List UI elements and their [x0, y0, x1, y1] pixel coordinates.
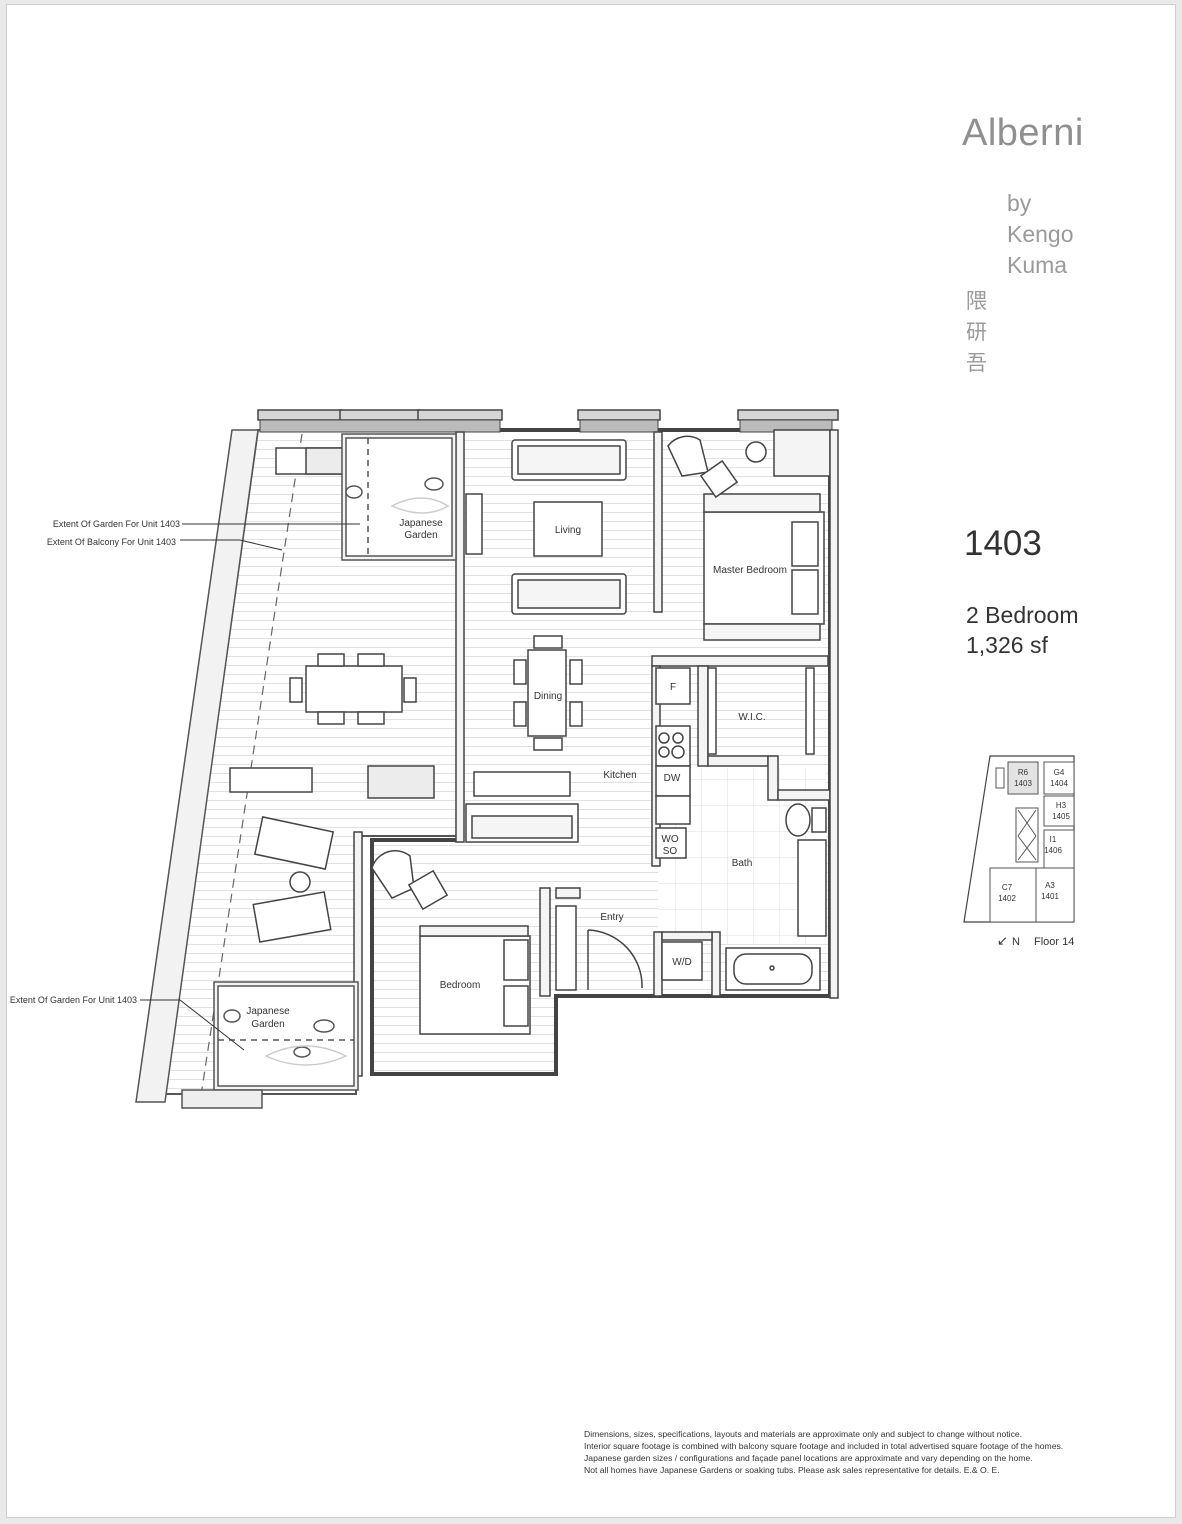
unit-type: 2 Bedroom — [966, 602, 1079, 628]
kanji-3: 吾 — [966, 351, 987, 375]
window-frames — [257, 409, 839, 421]
north-arrow-icon: ↙ — [997, 933, 1008, 948]
key-plan — [963, 755, 1075, 923]
keyplan-unit-number: 1405 — [1052, 812, 1070, 821]
byline-last-name: Kuma — [1007, 252, 1068, 278]
garden-upper-label-1: Japanese — [399, 518, 443, 529]
appliance-speed-oven: SO — [663, 846, 678, 857]
disclaimer-line: Dimensions, sizes, specifications, layou… — [584, 1429, 1023, 1439]
garden-upper-label-2: Garden — [404, 530, 437, 541]
room-label-kitchen: Kitchen — [603, 770, 636, 781]
appliance-dishwasher: DW — [664, 773, 681, 784]
callout-garden-upper: Extent Of Garden For Unit 1403 — [53, 519, 180, 529]
room-label-master-bedroom: Master Bedroom — [713, 565, 787, 576]
keyplan-unit-number: 1406 — [1044, 846, 1062, 855]
callout-leaders — [140, 523, 360, 1051]
keyplan-unit-code: G4 — [1054, 768, 1065, 777]
byline-by: by — [1007, 190, 1032, 216]
keyplan-unit-code: A3 — [1045, 881, 1055, 890]
disclaimer-line: Japanese garden sizes / configurations a… — [584, 1453, 1033, 1463]
disclaimer-line: Interior square footage is combined with… — [584, 1441, 1064, 1451]
bedroom-furniture — [371, 850, 577, 1035]
keyplan-unit-number: 1404 — [1050, 779, 1068, 788]
brand-byline: by Kengo Kuma — [1007, 188, 1074, 281]
balcony-outer-edge — [135, 429, 259, 1103]
keyplan-unit-number: 1402 — [998, 894, 1016, 903]
dining-table — [513, 635, 583, 751]
appliance-fridge: F — [670, 682, 676, 693]
floor-label: Floor 14 — [1034, 936, 1074, 948]
unit-area: 1,326 sf — [966, 632, 1048, 658]
disclaimer-line: Not all homes have Japanese Gardens or s… — [584, 1465, 1000, 1475]
garden-lower — [181, 981, 359, 1109]
north-label: N — [1012, 936, 1020, 948]
appliance-wall-oven: WO — [661, 834, 678, 845]
keyplan-unit-code: I1 — [1050, 835, 1057, 844]
unit-number: 1403 — [964, 524, 1042, 563]
entry-door — [587, 929, 643, 990]
byline-first-name: Kengo — [1007, 221, 1074, 247]
keyplan-unit-code: H3 — [1056, 801, 1067, 810]
keyplan-unit-number: 1403 — [1014, 779, 1032, 788]
keyplan-unit-number: 1401 — [1041, 892, 1059, 901]
living-furniture — [465, 439, 627, 615]
keyplan-unit-code: C7 — [1002, 883, 1013, 892]
appliance-washer-dryer: W/D — [672, 957, 691, 968]
room-label-dining: Dining — [534, 691, 562, 702]
room-label-entry: Entry — [600, 912, 623, 923]
room-label-wic: W.I.C. — [738, 712, 765, 723]
disclaimer: Dimensions, sizes, specifications, layou… — [584, 1428, 1144, 1476]
garden-lower-label-1: Japanese — [246, 1006, 290, 1017]
callout-garden-lower: Extent Of Garden For Unit 1403 — [10, 995, 137, 1005]
bath-fixtures — [661, 803, 827, 991]
kitchen-counters — [465, 667, 691, 859]
wic-shelving — [707, 667, 815, 755]
kanji-2: 研 — [966, 320, 987, 344]
kanji-1: 隈 — [966, 289, 987, 313]
garden-upper — [341, 433, 457, 561]
callout-balcony: Extent Of Balcony For Unit 1403 — [47, 537, 176, 547]
brand-kanji: 隈 研 吾 — [966, 286, 992, 379]
room-label-living: Living — [555, 525, 581, 536]
unit-summary: 2 Bedroom 1,326 sf — [966, 600, 1079, 660]
master-bedroom-furniture — [667, 435, 825, 641]
brand-title: Alberni — [962, 112, 1084, 154]
room-label-bedroom: Bedroom — [440, 980, 481, 991]
room-label-bath: Bath — [732, 858, 753, 869]
keyplan-unit-code: R6 — [1018, 768, 1029, 777]
garden-lower-label-2: Garden — [251, 1019, 284, 1030]
